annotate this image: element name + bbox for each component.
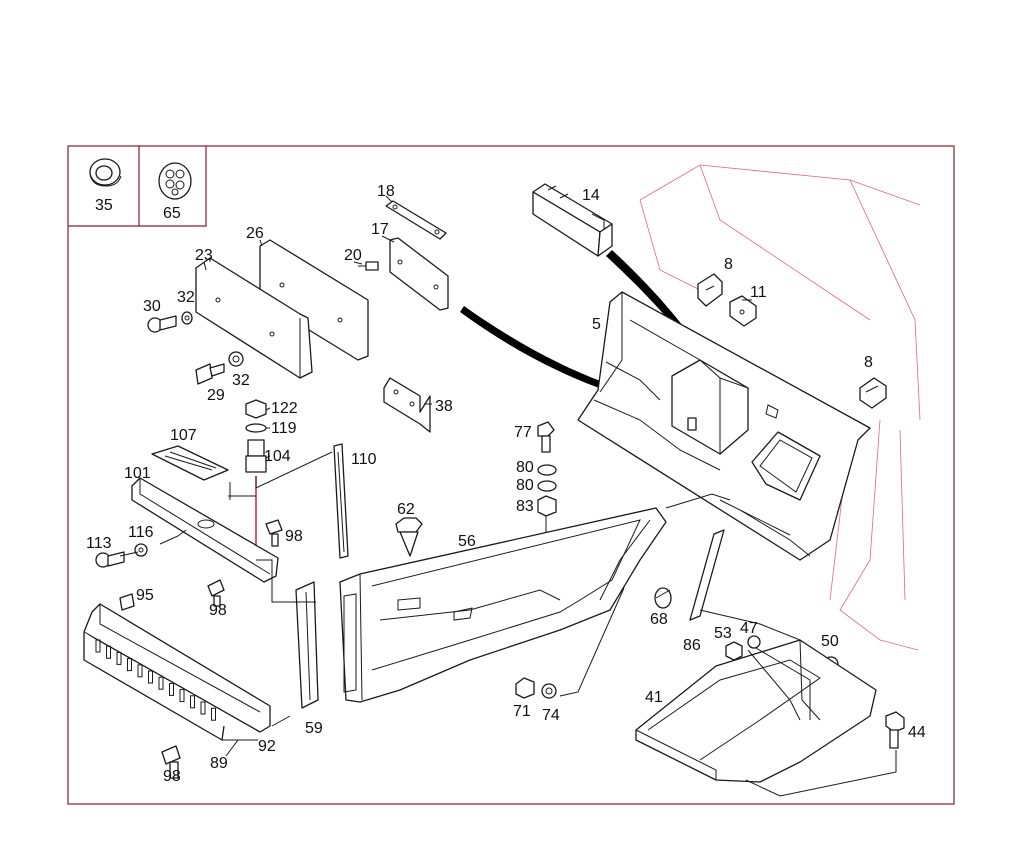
label-32-top: 32 (177, 289, 195, 306)
inset-boxes: 35 65 (68, 146, 207, 227)
label-86: 86 (683, 637, 701, 654)
label-18: 18 (377, 183, 395, 200)
screws-upper-left (147, 311, 244, 385)
label-23: 23 (195, 247, 213, 264)
grommet-icon (89, 158, 122, 187)
screws-left (95, 519, 283, 607)
rail-slot (127, 658, 132, 672)
label-98-a: 98 (285, 528, 303, 545)
body-structure-ghost (639, 164, 921, 651)
diagram-frame (67, 145, 955, 805)
label-59: 59 (305, 720, 323, 737)
strip-110 (333, 443, 349, 559)
nut-washer-lower (515, 677, 557, 699)
label-47: 47 (740, 620, 758, 637)
label-101: 101 (124, 465, 151, 482)
stud-stack (245, 399, 267, 473)
rail-slot (211, 707, 216, 721)
label-110: 110 (351, 451, 377, 468)
bushing-68 (654, 587, 672, 609)
label-122: 122 (271, 400, 298, 417)
clips (697, 273, 887, 409)
leader-lines (119, 195, 897, 797)
battery-tray (635, 639, 877, 783)
label-35: 35 (95, 197, 113, 214)
rail-slot (158, 676, 164, 690)
label-20: 20 (344, 247, 362, 264)
label-53: 53 (714, 625, 732, 642)
label-119: 119 (271, 420, 297, 437)
fender-liner (339, 507, 667, 703)
multi-hole-grommet-icon (158, 162, 192, 200)
label-74: 74 (542, 707, 560, 724)
label-71: 71 (513, 703, 531, 720)
rail-slot (190, 695, 195, 709)
label-38: 38 (435, 398, 453, 415)
label-56: 56 (458, 533, 476, 550)
label-104: 104 (264, 448, 291, 465)
label-plate (151, 445, 229, 481)
label-83: 83 (516, 498, 534, 515)
label-116: 116 (128, 524, 154, 541)
rail-slot (116, 651, 122, 665)
strip-86 (689, 529, 725, 621)
label-107: 107 (170, 427, 197, 444)
label-11: 11 (750, 284, 767, 301)
label-89: 89 (210, 755, 228, 772)
label-8-top: 8 (724, 256, 733, 273)
rail-slots (95, 639, 216, 721)
screw-lower (161, 745, 181, 779)
small-plates (358, 200, 449, 311)
label-32-lower: 32 (232, 372, 250, 389)
label-29: 29 (207, 387, 225, 404)
label-62: 62 (397, 501, 415, 518)
rail-slot (106, 645, 111, 659)
rail-slot (148, 670, 153, 684)
control-module (532, 183, 613, 257)
label-14: 14 (582, 187, 600, 204)
label-80-a: 80 (516, 459, 534, 476)
label-30: 30 (143, 298, 161, 315)
label-92: 92 (258, 738, 276, 755)
rail-slot (200, 701, 206, 715)
label-44: 44 (908, 724, 926, 741)
label-8-right: 8 (864, 354, 873, 371)
fasteners-center (395, 421, 557, 557)
rail-slot (169, 682, 174, 696)
rail-101 (131, 477, 279, 583)
label-98-c: 98 (163, 768, 181, 785)
strip-59 (295, 581, 319, 709)
rail-slot (95, 639, 101, 653)
bracket-38 (383, 377, 431, 433)
label-113: 113 (86, 535, 112, 552)
label-17: 17 (371, 221, 389, 238)
label-65: 65 (163, 205, 181, 222)
label-68: 68 (650, 611, 668, 628)
label-95: 95 (136, 587, 154, 604)
label-77: 77 (514, 424, 532, 441)
label-26: 26 (246, 225, 264, 242)
lower-rail (83, 593, 271, 741)
part-labels: 14 18 17 20 26 23 30 32 32 29 5 8 11 8 3… (86, 183, 926, 785)
bulkhead-assembly (577, 291, 871, 561)
label-5: 5 (592, 316, 601, 333)
label-50: 50 (821, 633, 839, 650)
insulation-panels (195, 239, 369, 379)
label-41: 41 (645, 689, 663, 706)
rail-slot (137, 664, 143, 678)
label-80-b: 80 (516, 477, 534, 494)
rail-slot (179, 689, 185, 703)
label-98-b: 98 (209, 602, 227, 619)
